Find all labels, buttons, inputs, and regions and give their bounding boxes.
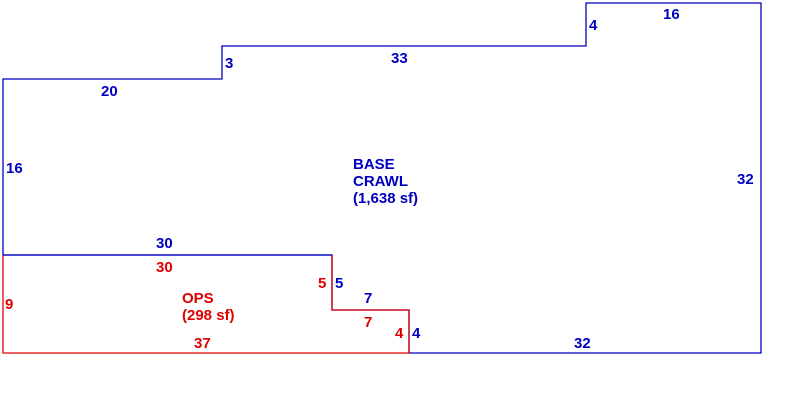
base-dim-top-left: 20: [101, 83, 118, 100]
ops-area-name: OPS: [182, 290, 214, 307]
base-dim-bottom: 32: [574, 335, 591, 352]
ops-dim-top: 30: [156, 259, 173, 276]
ops-outline: [2, 255, 410, 354]
base-dim-notch-right: 4: [412, 325, 421, 342]
base-dim-top-right: 16: [663, 6, 680, 23]
base-dim-left: 16: [6, 160, 23, 177]
base-dim-step-right: 4: [589, 17, 598, 34]
ops-dim-left: 9: [5, 296, 13, 313]
base-area-size: (1,638 sf): [353, 190, 418, 207]
ops-area-size: (298 sf): [182, 307, 235, 324]
ops-dim-bottom: 37: [194, 335, 211, 352]
base-area-name-line2: CRAWL: [353, 173, 408, 190]
base-dim-right: 32: [737, 171, 754, 188]
base-dim-notch-bottom: 7: [364, 290, 372, 307]
ops-dim-notch-right: 4: [395, 325, 404, 342]
base-area-name-line1: BASE: [353, 156, 395, 173]
ops-dim-notch-left: 5: [318, 275, 326, 292]
base-dim-shared-top: 30: [156, 235, 173, 252]
base-dim-notch-left: 5: [335, 275, 343, 292]
ops-dim-notch-bottom: 7: [364, 314, 372, 331]
base-dim-step-left: 3: [225, 55, 233, 72]
base-dim-top-middle: 33: [391, 50, 408, 67]
